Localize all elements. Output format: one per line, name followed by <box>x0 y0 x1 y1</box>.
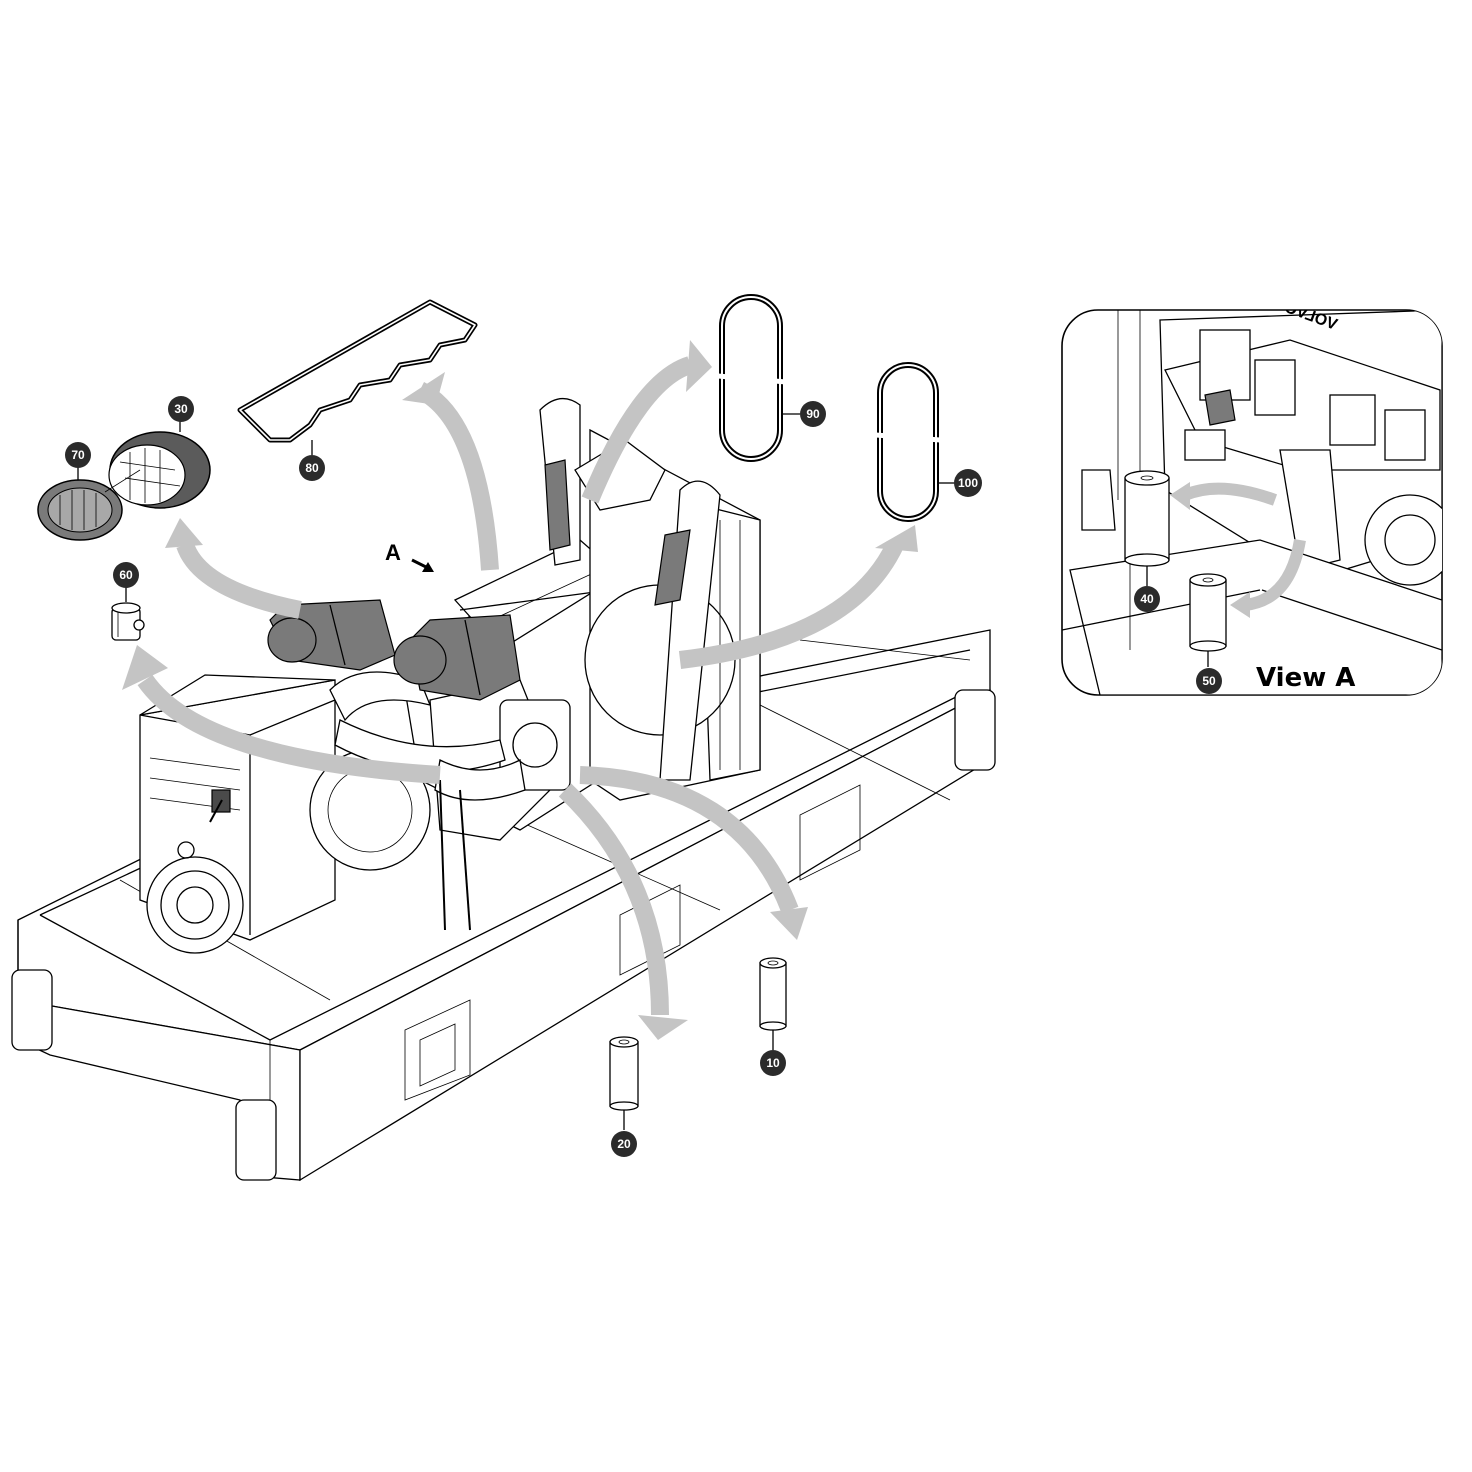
air-filter-housing <box>267 599 521 701</box>
callout-40: 40 <box>1134 586 1160 612</box>
view-a-marker: A <box>385 540 434 572</box>
radiator <box>539 398 761 801</box>
callout-20-label: 20 <box>617 1137 631 1151</box>
callout-70: 70 <box>65 442 91 468</box>
callout-50: 50 <box>1196 668 1222 694</box>
callout-80: 80 <box>299 440 325 481</box>
arrow-to-air-filters <box>176 541 302 619</box>
air-filter-secondary <box>37 467 141 541</box>
callout-90: 90 <box>783 401 826 427</box>
callout-70-label: 70 <box>71 448 85 462</box>
oil-filter-20 <box>609 1036 639 1130</box>
air-filter-primary <box>108 420 211 509</box>
callout-80-label: 80 <box>305 461 319 475</box>
view-marker-letter: A <box>385 540 401 565</box>
arrow-to-oil-filter-20 <box>558 783 669 1016</box>
inset-title: View A <box>1256 663 1355 693</box>
callout-60-label: 60 <box>119 568 133 582</box>
callout-50-label: 50 <box>1202 674 1216 688</box>
drive-belt-100 <box>875 362 941 522</box>
drive-belt-90 <box>717 294 787 462</box>
callout-20: 20 <box>611 1131 637 1157</box>
callout-10: 10 <box>760 1050 786 1076</box>
arrow-to-oil-filter-10 <box>579 766 799 914</box>
callout-30: 30 <box>168 396 194 422</box>
arrow-to-belt-90 <box>581 356 694 504</box>
oil-filter-10 <box>759 957 787 1050</box>
view-a-inset: VOLVO View A <box>1061 309 1443 696</box>
callout-100-label: 100 <box>958 476 978 490</box>
removal-arrows <box>122 340 918 1040</box>
callout-100: 100 <box>939 469 982 497</box>
callout-60: 60 <box>113 562 139 588</box>
callout-40-label: 40 <box>1140 592 1154 606</box>
fuel-filter-50 <box>1189 573 1227 667</box>
fuel-filter-40 <box>1124 470 1170 586</box>
callout-10-label: 10 <box>766 1056 780 1070</box>
arrow-to-belt-100 <box>678 541 904 669</box>
callout-90-label: 90 <box>806 407 820 421</box>
arrow-to-valve-cover-gasket <box>415 381 499 571</box>
fuel-prefilter <box>111 587 145 641</box>
arrow-to-fuel-prefilter <box>137 674 441 784</box>
callout-30-label: 30 <box>174 402 188 416</box>
valve-cover-gasket <box>237 299 478 443</box>
